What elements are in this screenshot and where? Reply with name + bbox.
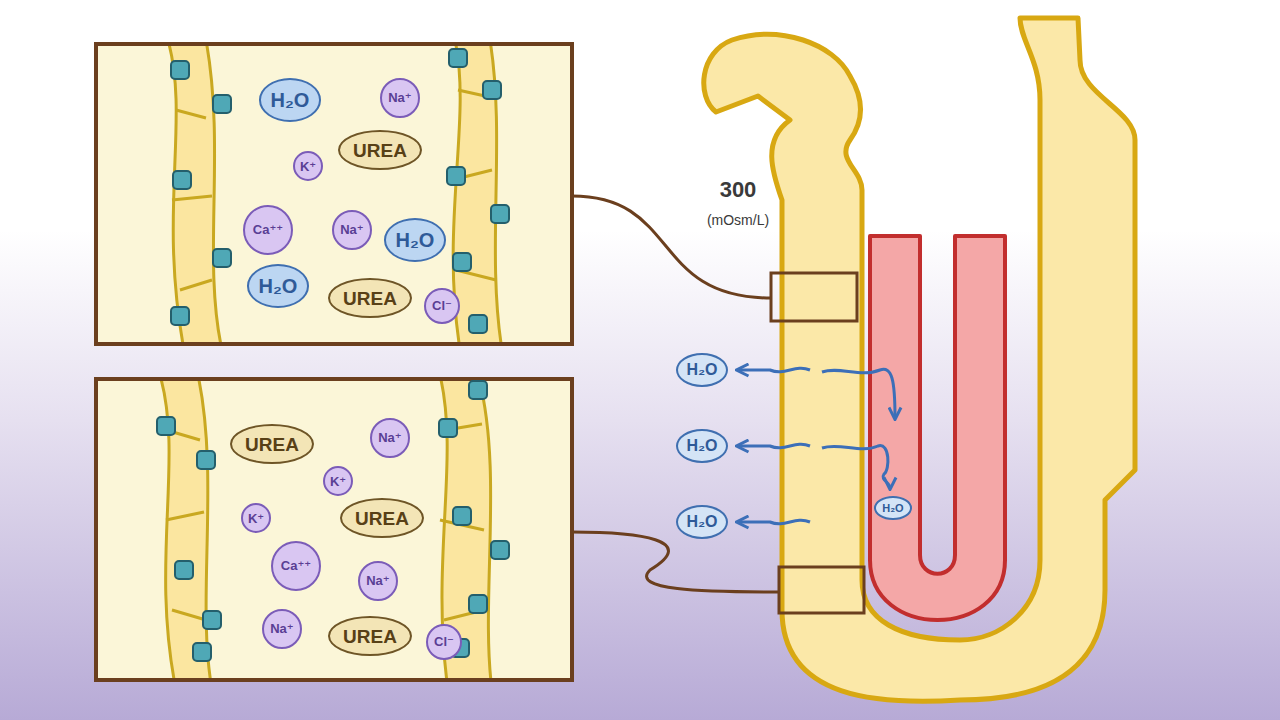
molecule-label: UREA: [353, 141, 407, 160]
transporter: [439, 419, 457, 437]
transporter: [491, 205, 509, 223]
water-molecule: H₂O: [247, 264, 309, 308]
transporter-group: [157, 49, 509, 661]
unit-label: (mOsm/L): [707, 213, 769, 227]
molecule-label: K⁺: [300, 160, 316, 173]
molecule-label: UREA: [245, 435, 299, 454]
water-arrow: [822, 446, 890, 488]
transporter: [173, 171, 191, 189]
urea-molecule: UREA: [340, 498, 424, 538]
ion-circle: Cl⁻: [426, 624, 462, 660]
transporter: [447, 167, 465, 185]
water-arrow: [738, 520, 810, 523]
water-molecule: H₂O: [384, 218, 446, 262]
transporter: [453, 507, 471, 525]
water-arrow: [738, 444, 810, 447]
transporter: [175, 561, 193, 579]
water-arrow: [738, 368, 810, 371]
molecule-label: Na⁺: [366, 574, 389, 587]
transporter: [483, 81, 501, 99]
transporter: [213, 249, 231, 267]
zoom-box: [771, 273, 857, 321]
zoom-box: [779, 567, 864, 613]
water-arrow: [822, 369, 895, 418]
molecule-label: H₂O: [686, 362, 717, 378]
transporter: [469, 381, 487, 399]
water-molecule: H₂O: [676, 505, 728, 539]
molecule-label: K⁺: [330, 475, 346, 488]
molecule-label: UREA: [343, 289, 397, 308]
molecule-label: Na⁺: [270, 622, 293, 635]
transporter: [491, 541, 509, 559]
molecule-label: H₂O: [686, 438, 717, 454]
transporter: [193, 643, 211, 661]
molecule-label: Cl⁻: [434, 635, 454, 648]
molecule-label: H₂O: [396, 230, 435, 250]
molecule-label: Na⁺: [378, 431, 401, 444]
ion-circle: Cl⁻: [424, 288, 460, 324]
molecule-label: Cl⁻: [432, 299, 452, 312]
water-molecule: H₂O: [676, 429, 728, 463]
ion-circle: Ca⁺⁺: [243, 205, 293, 255]
blood-vessel: [870, 236, 1005, 620]
molecule-label: Ca⁺⁺: [253, 223, 283, 236]
molecule-label: Ca⁺⁺: [281, 559, 311, 572]
urea-molecule: UREA: [230, 424, 314, 464]
transporter: [197, 451, 215, 469]
molecule-label: H₂O: [686, 514, 717, 530]
transporter: [469, 315, 487, 333]
ion-circle: Ca⁺⁺: [271, 541, 321, 591]
urea-molecule: UREA: [338, 130, 422, 170]
leader-line: [572, 196, 771, 298]
transporter: [469, 595, 487, 613]
water-molecule: H₂O: [874, 496, 912, 520]
urea-molecule: UREA: [328, 278, 412, 318]
molecule-label: UREA: [343, 627, 397, 646]
urea-molecule: UREA: [328, 616, 412, 656]
transporter: [213, 95, 231, 113]
transporter: [157, 417, 175, 435]
transporter: [171, 61, 189, 79]
nephron-tubule: [704, 18, 1135, 701]
molecule-label: K⁺: [248, 512, 264, 525]
molecule-label: H₂O: [271, 90, 310, 110]
molecule-label: Na⁺: [340, 223, 363, 236]
leader-line: [572, 532, 779, 592]
transporter: [171, 307, 189, 325]
molecule-label: H₂O: [882, 503, 903, 514]
water-molecule: H₂O: [259, 78, 321, 122]
transporter: [449, 49, 467, 67]
transporter: [453, 253, 471, 271]
zoom-panel: [96, 44, 572, 344]
osmolarity-value: 300: [720, 179, 757, 201]
transporter: [203, 611, 221, 629]
molecule-label: UREA: [355, 509, 409, 528]
water-molecule: H₂O: [676, 353, 728, 387]
molecule-label: Na⁺: [388, 91, 411, 104]
molecule-label: H₂O: [259, 276, 298, 296]
zoom-panel: [96, 379, 572, 680]
